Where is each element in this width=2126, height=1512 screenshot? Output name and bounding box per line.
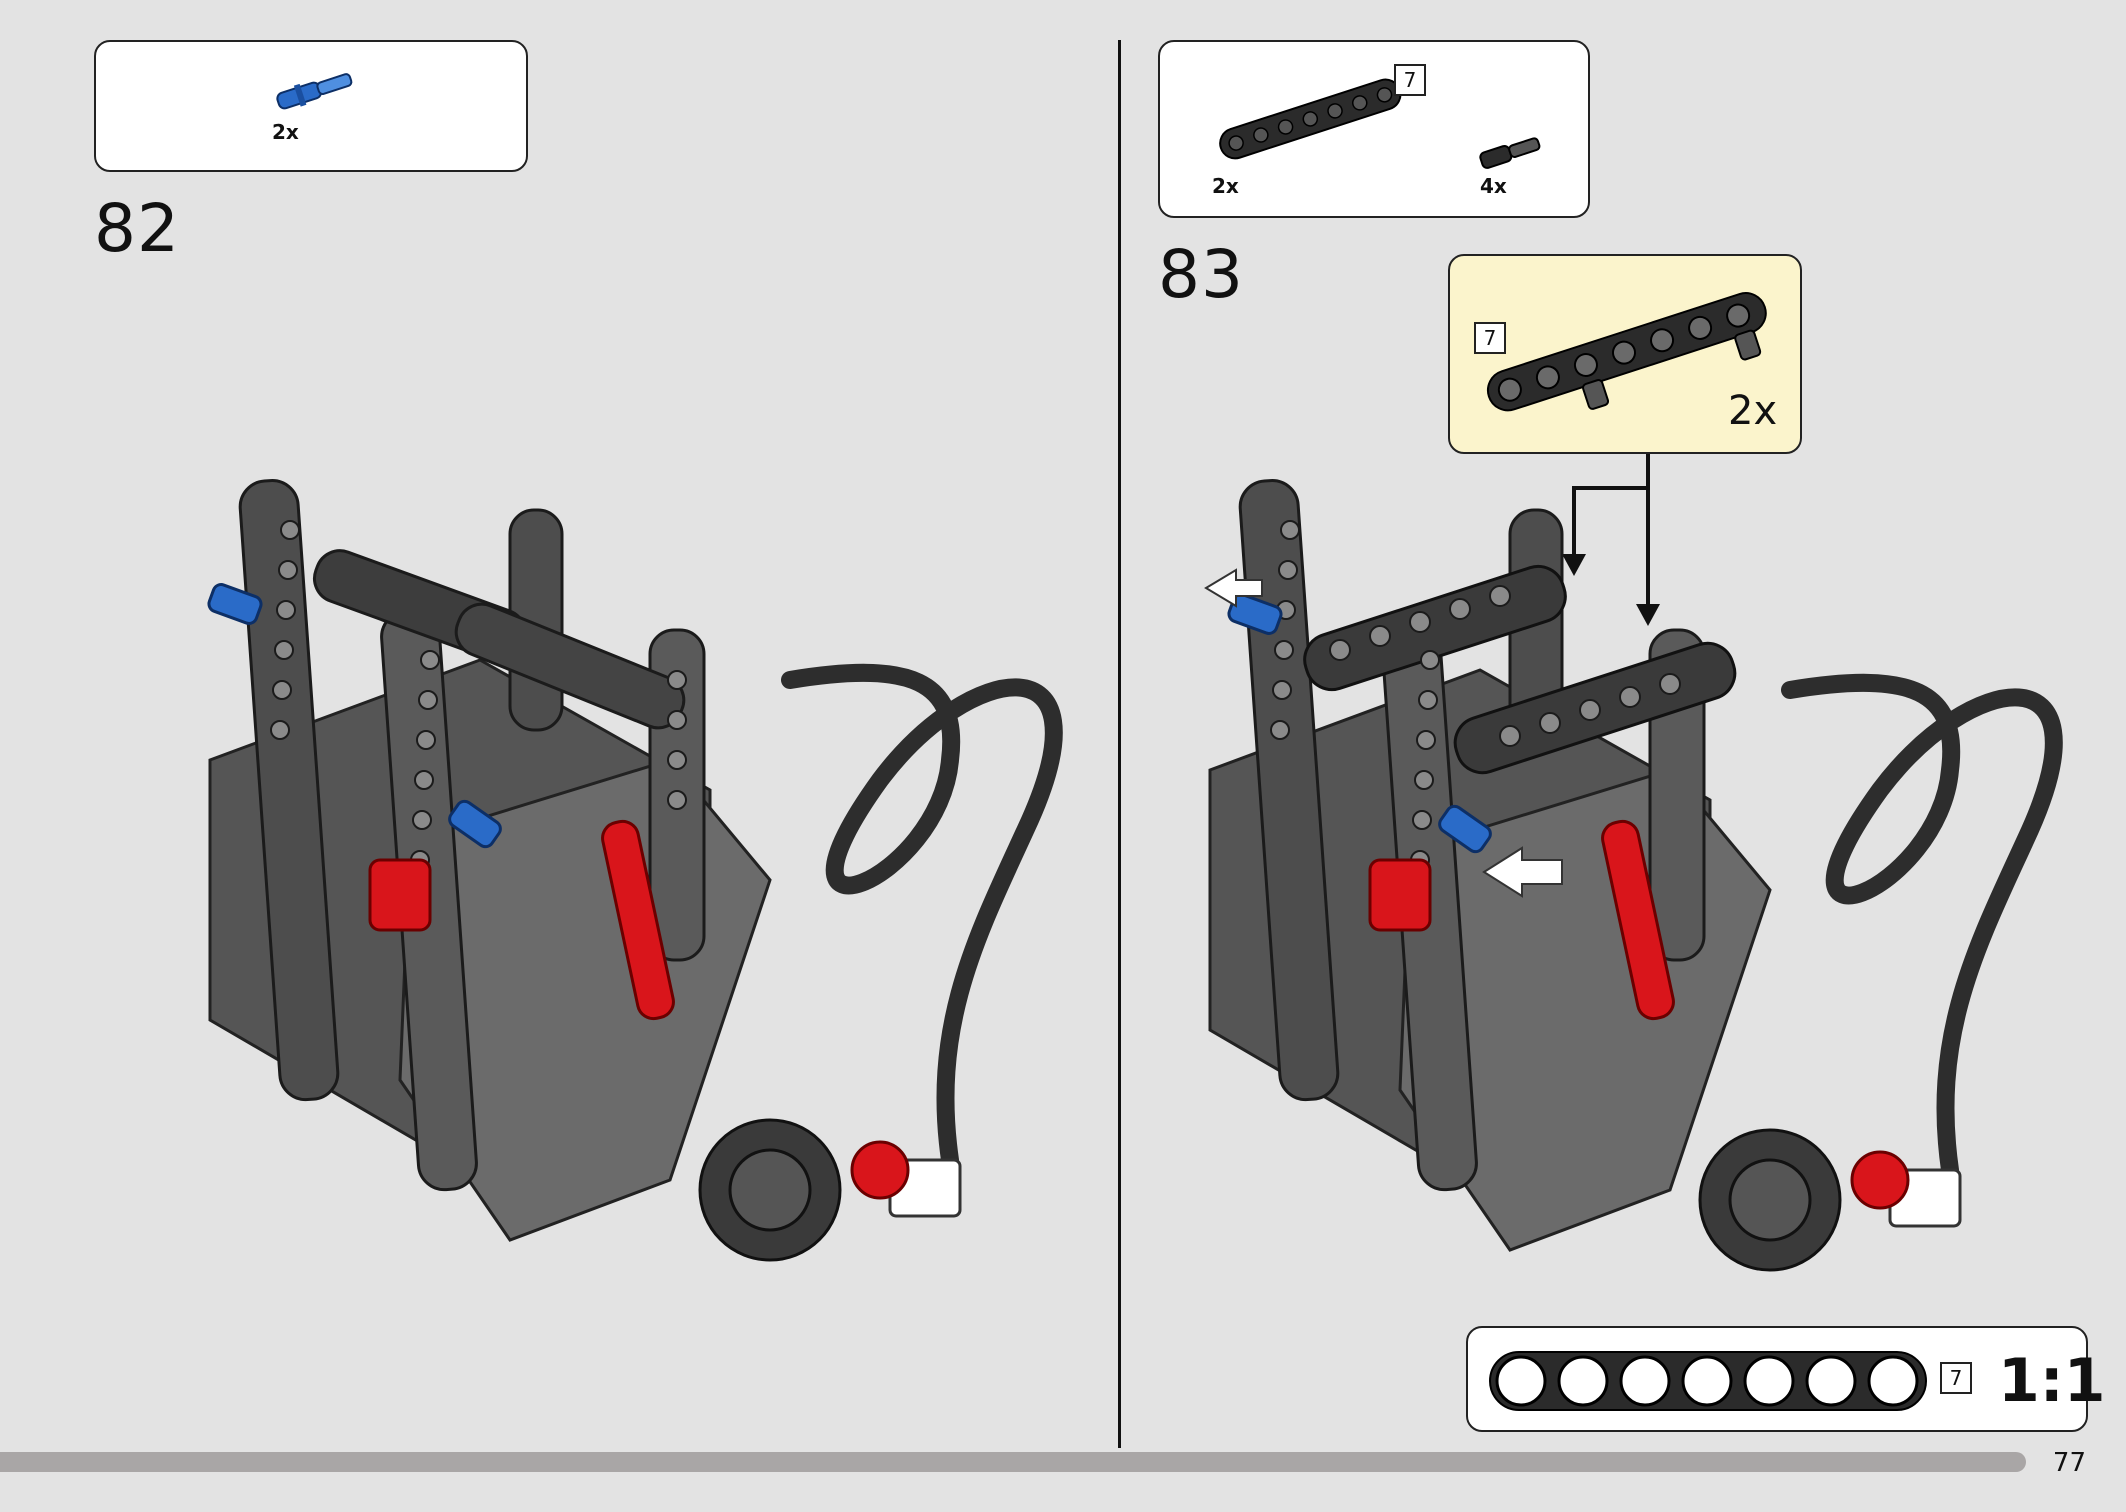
beam-with-pins-icon bbox=[1486, 292, 1767, 412]
beam-length-label: 7 bbox=[1394, 64, 1426, 96]
step-number: 83 bbox=[1158, 236, 1244, 313]
part-quantity: 2x bbox=[272, 120, 299, 144]
page-divider bbox=[1118, 40, 1121, 1448]
model-illustration-step-82 bbox=[207, 479, 1063, 1262]
subassembly-quantity: 2x bbox=[1728, 388, 1778, 434]
parts-callout-82: 2x bbox=[94, 40, 528, 172]
black-beam-icon bbox=[1219, 78, 1402, 160]
subassembly-length-label: 7 bbox=[1474, 322, 1506, 354]
placement-arrows bbox=[1562, 454, 1660, 626]
blue-axle-pin-icon bbox=[276, 73, 353, 110]
footer-bar bbox=[0, 1452, 2026, 1472]
scale-beam-icon bbox=[1489, 1351, 1927, 1411]
scale-reference: 7 1:1 bbox=[1466, 1326, 2106, 1432]
model-illustration-step-83 bbox=[1204, 479, 2063, 1272]
subassembly-callout: 7 2x bbox=[1448, 254, 1802, 454]
scale-ratio: 1:1 bbox=[1998, 1346, 2106, 1416]
step-number: 82 bbox=[94, 190, 180, 267]
page-number: 77 bbox=[2052, 1448, 2086, 1478]
scale-length-label: 7 bbox=[1940, 1362, 1972, 1394]
parts-callout-83: 7 2x 4x bbox=[1158, 40, 1590, 218]
part-quantity: 4x bbox=[1480, 174, 1507, 198]
black-pin-icon bbox=[1479, 137, 1541, 169]
part-quantity: 2x bbox=[1212, 174, 1239, 198]
